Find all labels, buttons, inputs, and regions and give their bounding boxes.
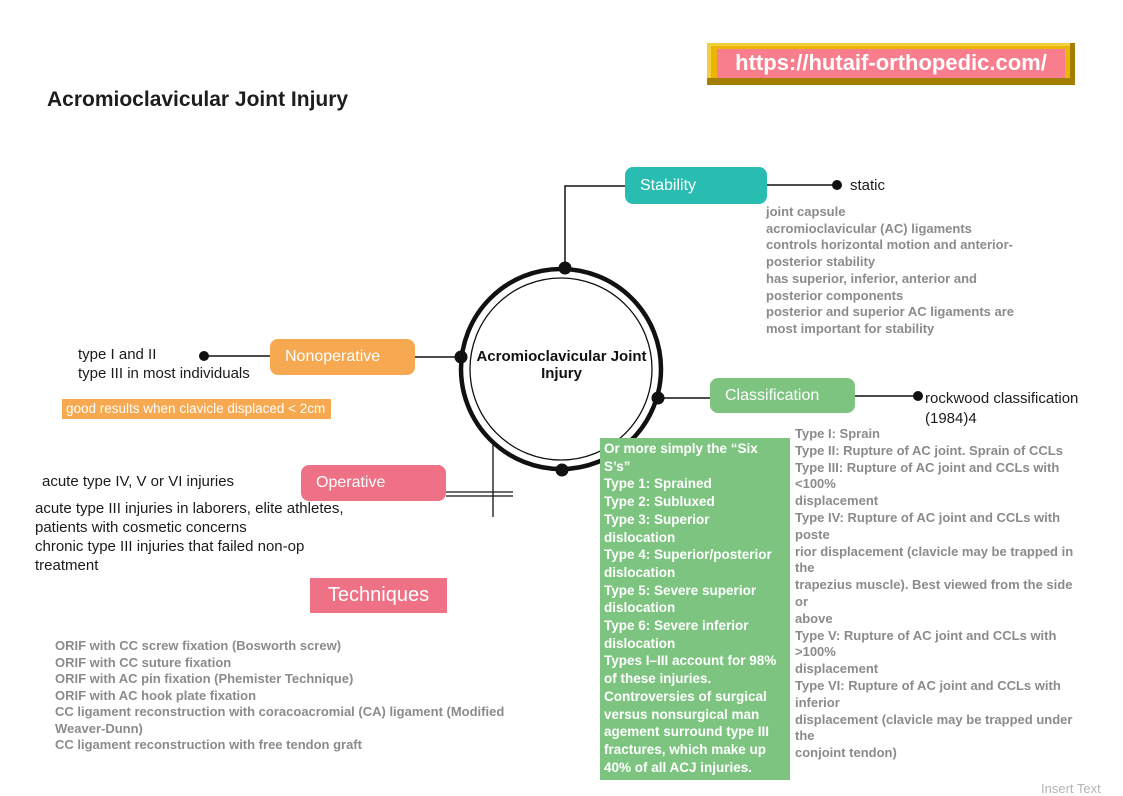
node-classification-label: Classification bbox=[725, 386, 820, 404]
connector-dot bbox=[651, 391, 665, 405]
node-operative-label: Operative bbox=[316, 474, 386, 491]
connector-dot bbox=[454, 350, 468, 364]
center-topic-label[interactable]: Acromioclavicular Joint Injury bbox=[476, 348, 647, 382]
operative-other-indications[interactable]: acute type III injuries in laborers, eli… bbox=[35, 500, 344, 574]
nonoperative-indications[interactable]: type I and II type III in most individua… bbox=[78, 346, 250, 382]
site-url-banner[interactable]: https://hutaif-orthopedic.com/ bbox=[707, 43, 1075, 85]
center-topic-inner-ring bbox=[469, 277, 653, 461]
page-title: Acromioclavicular Joint Injury bbox=[47, 88, 349, 111]
node-stability-label: Stability bbox=[640, 176, 697, 194]
connector-dot bbox=[832, 180, 842, 190]
stability-leaf-static[interactable]: static bbox=[850, 177, 886, 194]
site-url-text[interactable]: https://hutaif-orthopedic.com/ bbox=[717, 48, 1065, 78]
insert-text-placeholder[interactable]: Insert Text bbox=[1041, 781, 1101, 796]
node-stability[interactable]: Stability bbox=[625, 167, 767, 204]
connector-dot bbox=[558, 261, 572, 275]
connector-dot bbox=[913, 391, 923, 401]
nonoperative-highlight-note[interactable]: good results when clavicle displaced < 2… bbox=[62, 399, 332, 419]
operative-acute-indication[interactable]: acute type IV, V or VI injuries bbox=[42, 473, 235, 490]
stability-connector-line bbox=[564, 185, 625, 268]
connector-dot bbox=[555, 463, 569, 477]
stability-notes[interactable]: joint capsule acromioclavicular (AC) lig… bbox=[766, 204, 1015, 336]
techniques-list[interactable]: ORIF with CC screw fixation (Bosworth sc… bbox=[55, 638, 505, 752]
techniques-header[interactable]: Techniques bbox=[310, 578, 447, 613]
node-nonoperative[interactable]: Nonoperative bbox=[270, 339, 415, 375]
connector-dot bbox=[199, 351, 209, 361]
node-classification[interactable]: Classification bbox=[710, 378, 855, 413]
node-nonoperative-label: Nonoperative bbox=[285, 348, 381, 365]
classification-leaf-rockwood[interactable]: rockwood classification (1984)4 bbox=[925, 390, 1079, 427]
node-operative[interactable]: Operative bbox=[301, 465, 446, 501]
six-s-note-box[interactable]: Or more simply the “Six S’s” Type 1: Spr… bbox=[600, 438, 790, 781]
rockwood-types-notes[interactable]: Type I: Sprain Type II: Rupture of AC jo… bbox=[795, 426, 1074, 761]
techniques-header-label: Techniques bbox=[327, 584, 430, 606]
